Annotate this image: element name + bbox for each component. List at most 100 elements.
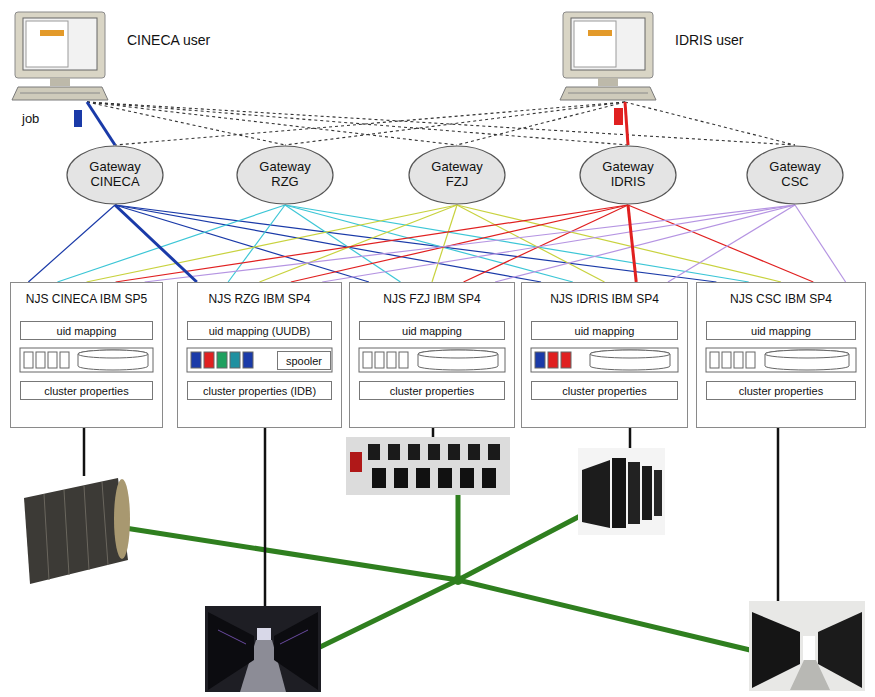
- component-box: uid mapping: [531, 321, 678, 340]
- gateway-njs-link: [457, 205, 605, 282]
- user-gateway-link: [115, 102, 625, 145]
- gateway-njs-link: [145, 205, 795, 282]
- user-computer: [12, 12, 108, 100]
- node-label: Gateway FZJ: [424, 160, 490, 190]
- component-box: cluster properties: [20, 381, 153, 400]
- rack-seam: [64, 490, 69, 575]
- node-label: Gateway CINECA: [82, 160, 148, 190]
- queue-frame: [531, 348, 678, 372]
- gateway-njs-link: [228, 205, 285, 282]
- user-gateway-link: [87, 102, 795, 145]
- njs-server-box: NJS FZJ IBM SP4uid mappingcluster proper…: [349, 282, 515, 428]
- node-label: NJS FZJ IBM SP4: [383, 292, 480, 306]
- queue-slot: [60, 352, 69, 368]
- node-label: IDRIS user: [675, 32, 743, 48]
- cabinet: [350, 452, 362, 472]
- light: [803, 636, 815, 660]
- cabinet: [438, 468, 452, 488]
- gateway-ellipse-shape: [409, 146, 505, 204]
- njs-server-box: NJS CSC IBM SP4uid mappingcluster proper…: [696, 282, 866, 428]
- queue-slot: [387, 352, 396, 368]
- queue-slot: [548, 352, 558, 368]
- rack-seam: [84, 486, 89, 570]
- gateway-ellipse: Gateway CSC: [746, 145, 844, 205]
- gateway-ellipse: Gateway CINECA: [66, 145, 164, 205]
- gateway-njs-link: [57, 205, 285, 282]
- rack-row: [818, 612, 862, 688]
- disk: [78, 350, 148, 370]
- component-box: uid mapping: [359, 321, 505, 340]
- node-label: uid mapping: [751, 325, 811, 337]
- user-computer: [560, 12, 656, 100]
- machine-links: [84, 428, 778, 606]
- rack-light: [280, 630, 308, 644]
- rack-end: [114, 479, 130, 559]
- disk-top: [590, 350, 670, 358]
- gateway-njs-link: [668, 205, 795, 282]
- floor: [790, 660, 830, 690]
- gateway-njs-link: [285, 205, 749, 282]
- logo: [588, 30, 612, 36]
- njs-server-box: NJS CINECA IBM SP5 uid mapping cluster pro…: [10, 282, 163, 428]
- monitor: [15, 12, 105, 78]
- queue-slot: [191, 352, 201, 368]
- user-gateway-link: [625, 102, 628, 145]
- node-label: uid mapping: [575, 325, 635, 337]
- queue-row: [706, 348, 856, 372]
- gateway-njs-link: [322, 205, 795, 282]
- queue-slot: [710, 352, 719, 368]
- gateway-njs-link: [28, 205, 115, 282]
- screen: [23, 18, 97, 70]
- node-label: NJS CINECA IBM SP5: [26, 292, 147, 306]
- queue-frame: [20, 348, 153, 372]
- cabinet: [372, 468, 386, 488]
- monitor: [563, 12, 653, 78]
- machine-link: [629, 428, 632, 450]
- njs-server-box: NJS IDRIS IBM SP4uid mappingcluster prop…: [521, 282, 688, 428]
- component-box: uid mapping (UUDB): [187, 321, 332, 340]
- node-label: cluster properties: [562, 385, 646, 397]
- light: [257, 628, 271, 640]
- queue-frame: [187, 348, 332, 372]
- queue-row: [359, 348, 505, 372]
- cabinet: [388, 444, 400, 460]
- component-box: cluster properties: [706, 381, 856, 400]
- cabinet: [488, 444, 500, 460]
- component-box: uid mapping: [20, 321, 153, 340]
- user-gateway-link: [87, 102, 628, 145]
- queue-row: [20, 348, 153, 372]
- node-label: spooler: [286, 355, 322, 367]
- gateway-njs-link: [495, 205, 795, 282]
- supercomputer-photo: [578, 448, 665, 535]
- supercomputer-photo: [749, 601, 865, 691]
- gateway-njs-link: [115, 205, 197, 282]
- user-gateway-link: [285, 102, 625, 145]
- gateway-njs-link: [795, 205, 846, 282]
- queue-frame: [706, 348, 856, 372]
- gateway-ellipse: Gateway IDRIS: [579, 145, 677, 205]
- screen: [571, 18, 645, 70]
- node-label: Gateway CSC: [762, 160, 828, 190]
- cabinet: [582, 460, 610, 528]
- gateway-njs-link: [464, 205, 628, 282]
- queue-slot: [363, 352, 372, 368]
- spooler-box: spooler: [277, 351, 331, 370]
- queue-slot: [734, 352, 743, 368]
- cabinet: [416, 468, 430, 488]
- node-label: cluster properties: [739, 385, 823, 397]
- rack-row: [24, 478, 128, 584]
- rack-row: [274, 612, 318, 690]
- supercomputer-photo: [346, 437, 510, 495]
- queue-slot: [36, 352, 45, 368]
- node-label: cluster properties (IDB): [203, 385, 316, 397]
- logo: [40, 30, 64, 36]
- gateway-ellipse: Gateway RZG: [236, 145, 334, 205]
- network-link: [458, 580, 750, 650]
- job-label: job: [22, 111, 39, 126]
- disk: [590, 350, 670, 370]
- gateway-njs-link: [291, 205, 628, 282]
- keyboard: [12, 87, 108, 100]
- gateway-ellipse-shape: [67, 146, 163, 204]
- disk-top: [418, 350, 498, 358]
- disk-top: [78, 350, 148, 358]
